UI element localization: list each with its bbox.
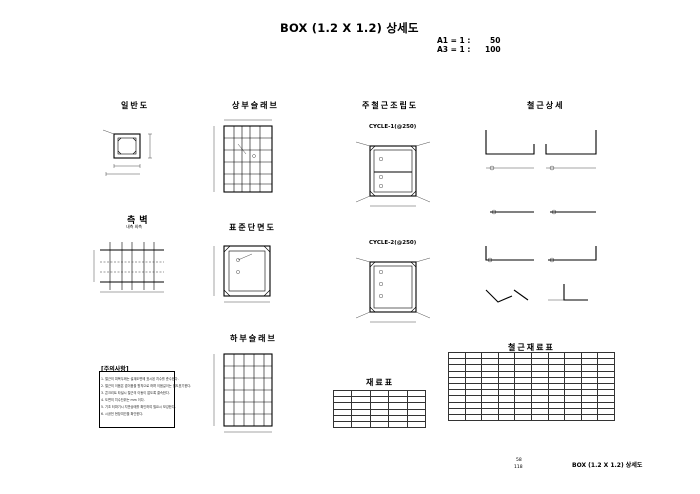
scale-a3-label: A3 = 1 : [437,45,471,54]
note-line: 1. 철근의 피복두께는 설계도면에 표시된 치수를 준수한다. [101,377,179,381]
material-table [332,389,427,429]
standard-section-drawing [213,245,271,303]
section-top-slab: 상부슬래브 [232,101,279,110]
note-line: 6. 시공전 현장여건을 확인한다. [101,412,144,416]
drawing-title: BOX (1.2 X 1.2) 상세도 [280,21,419,35]
section-rebar-detail: 철근상세 [527,101,565,110]
rebar-detail-drawing [485,130,597,303]
section-standard: 표준단면도 [229,223,276,232]
notes-box [99,371,175,428]
bottom-slab-drawing [213,353,273,433]
side-wall-drawing [93,242,164,293]
section-side-wall: 측벽 [127,216,152,226]
side-wall-sub: 내측 외측 [126,224,142,229]
cycle2-label: CYCLE-2(@250) [369,240,417,246]
scale-a3-value: 100 [485,45,501,54]
general-view-drawing [102,129,152,176]
section-bottom-slab: 하부슬래브 [230,334,277,343]
note-line: 3. 콘크리트 타설시 철근의 이동이 없도록 결속한다. [101,391,170,395]
note-line: 5. 기초 터파기시 지반상태를 확인하여 필요시 보강한다. [101,405,176,409]
top-slab-drawing [213,119,273,193]
sheet-number: 58 [516,458,522,463]
rebar-material-table [448,351,615,422]
section-general: 일반도 [121,101,150,110]
scale-a1-value: 50 [490,36,501,45]
note-line: 2. 철근의 이음은 겹이음을 원칙으로 하며 이음길이는 별도표기한다. [101,384,192,388]
section-main-rebar: 주철근조립도 [362,101,419,110]
cycle1-drawing [355,141,431,207]
cycle2-drawing [355,257,431,323]
note-line: 4. 도면의 치수단위는 mm 이다. [101,398,145,402]
sheet-sub: 118 [514,465,523,470]
section-rebar-material: 철근재료표 [508,343,555,352]
sheet-name: BOX (1.2 X 1.2) 상세도 [572,462,643,469]
section-material: 재료표 [366,378,395,387]
cycle1-label: CYCLE-1(@250) [369,124,417,130]
notes-title: [주의사항] [101,366,129,373]
scale-a1-label: A1 = 1 : [437,36,471,45]
